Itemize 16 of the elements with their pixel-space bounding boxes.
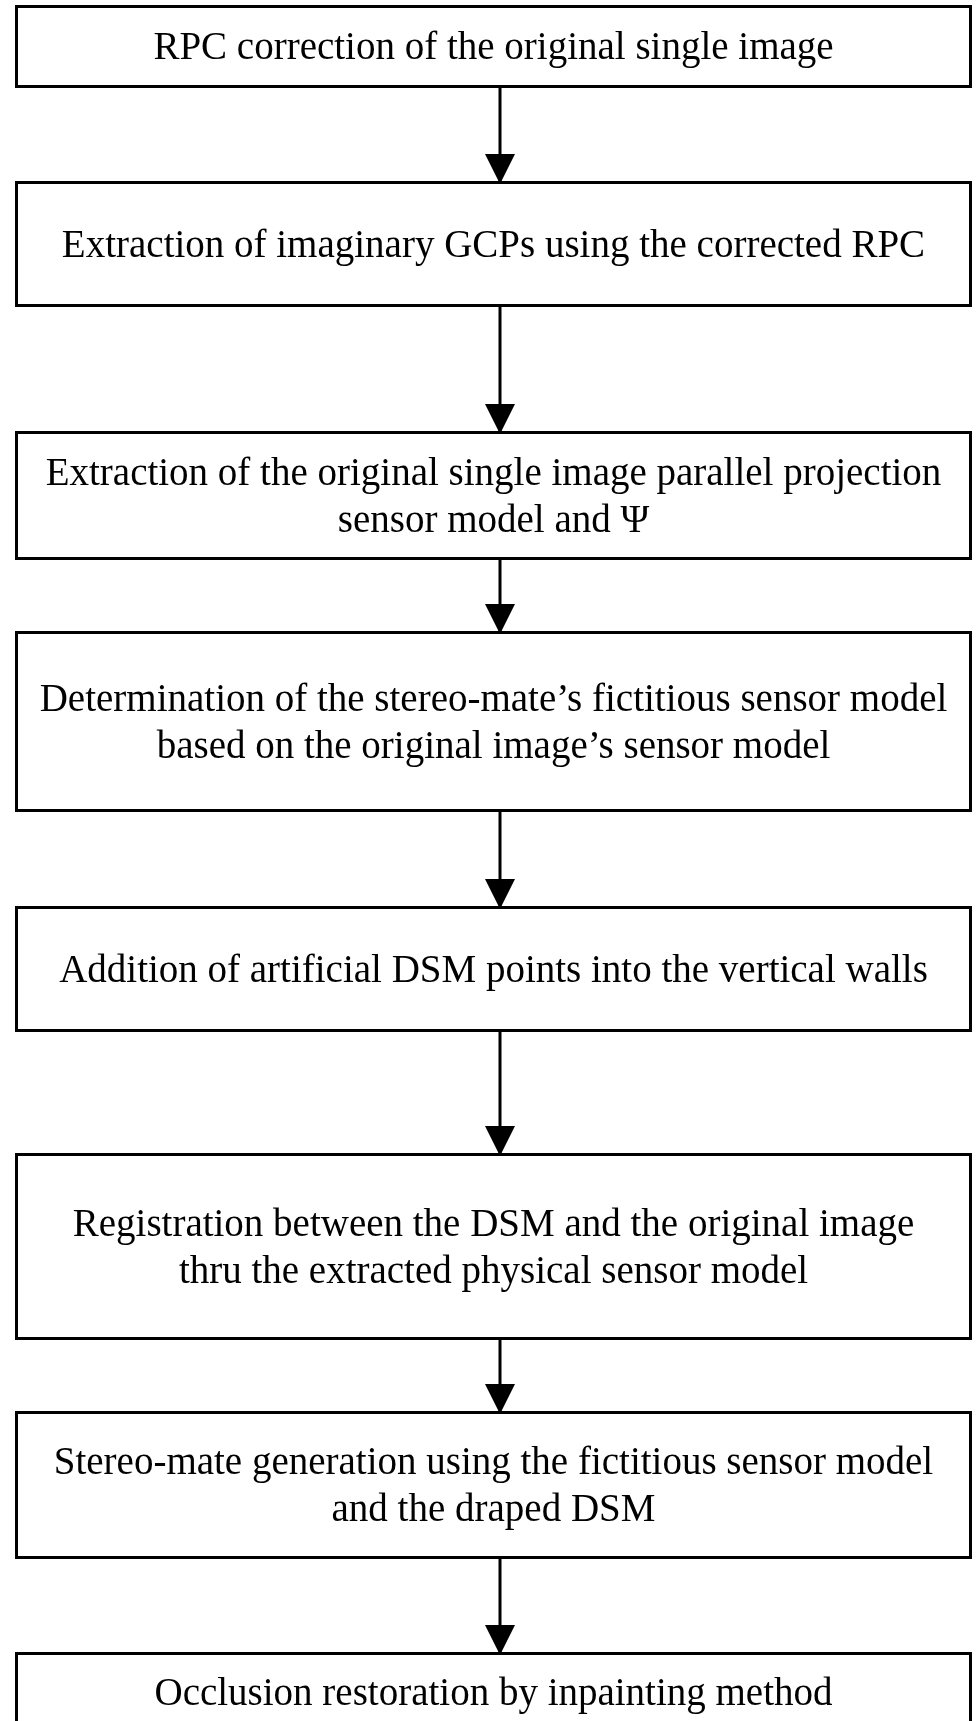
process-box — [15, 631, 972, 812]
process-box — [15, 1652, 972, 1721]
process-box — [15, 906, 972, 1032]
step-text: Extraction of the original single image parallel projection sensor model and Ψ — [44, 448, 943, 542]
process-box — [15, 5, 972, 88]
process-box — [15, 431, 972, 560]
step-text: Addition of artificial DSM points into the vertical walls — [59, 945, 928, 993]
step-text: Occlusion restoration by inpainting method — [154, 1668, 833, 1716]
step-text: Registration between the DSM and the original image thru the extracted physical sensor model — [71, 1199, 916, 1294]
step-text: Determination of the stereo-mate’s fictitious sensor model based on the original image’s sensor model — [38, 674, 949, 769]
step-text: RPC correction of the original single image — [153, 23, 834, 70]
step-text: Stereo-mate generation using the fictitious sensor model and the draped DSM — [52, 1438, 935, 1532]
process-box — [15, 1411, 972, 1559]
step-text: Extraction of imaginary GCPs using the corrected RPC — [61, 220, 926, 268]
process-box — [15, 181, 972, 307]
process-box — [15, 1153, 972, 1340]
